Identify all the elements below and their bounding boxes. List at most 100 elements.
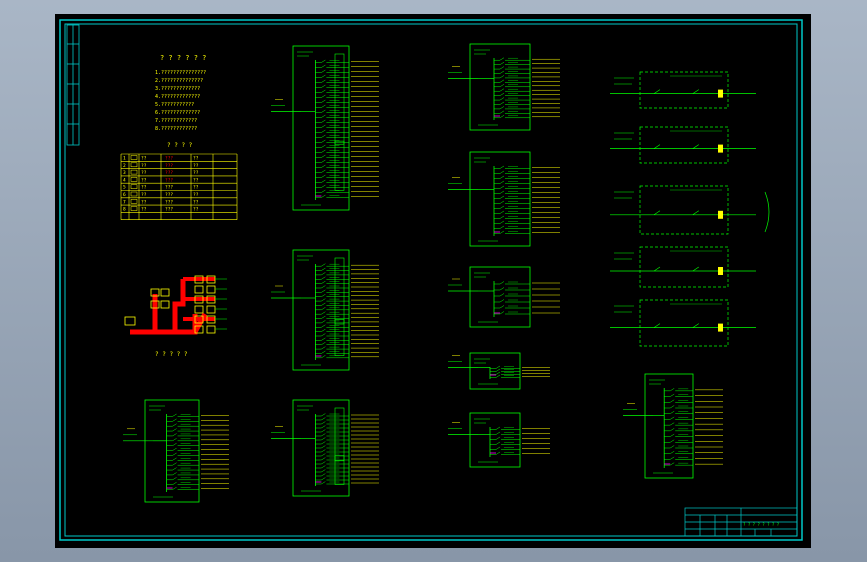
breaker-icon xyxy=(321,94,326,98)
switchgear-unit[interactable] xyxy=(610,71,756,109)
legend-unit: ?? xyxy=(193,207,199,213)
legend-spec: ??? xyxy=(165,177,173,183)
switchgear-unit[interactable] xyxy=(610,185,756,235)
breaker-icon xyxy=(499,190,505,194)
legend-index: 1 xyxy=(123,156,126,162)
distribution-panels[interactable] xyxy=(123,43,770,503)
legend-unit: ?? xyxy=(193,170,199,176)
breaker-icon xyxy=(321,311,326,315)
panel-schematic[interactable] xyxy=(271,45,379,211)
legend-unit: ?? xyxy=(193,199,199,205)
panel-schematic[interactable] xyxy=(448,412,550,468)
floor-box-icon xyxy=(194,285,204,294)
legend-unit: ?? xyxy=(193,185,199,191)
breaker-icon xyxy=(321,89,326,93)
floor-box-icon xyxy=(160,300,170,309)
switchgear-unit[interactable] xyxy=(610,299,756,347)
panel-box xyxy=(292,45,350,211)
fuse-icon xyxy=(718,210,723,219)
dashed-enclosure xyxy=(639,246,729,288)
breaker-icon xyxy=(499,84,505,87)
breaker-icon xyxy=(321,473,326,477)
breaker-icon xyxy=(172,477,177,481)
panel-schematic[interactable] xyxy=(448,352,550,390)
breaker-icon xyxy=(321,437,326,441)
breaker-icon xyxy=(499,311,505,315)
breaker-icon xyxy=(499,79,505,83)
panel-schematic[interactable] xyxy=(271,399,379,497)
breaker-icon xyxy=(321,272,326,276)
brace-icon xyxy=(764,191,770,233)
breaker-icon xyxy=(499,115,505,118)
breaker-icon xyxy=(321,179,326,183)
panel-schematic[interactable] xyxy=(448,43,560,131)
breaker-icon xyxy=(321,346,326,350)
legend-spec: ??? xyxy=(165,207,173,213)
breaker-icon xyxy=(670,433,675,437)
breaker-icon xyxy=(321,481,326,485)
title-block xyxy=(684,507,798,537)
breaker-icon xyxy=(321,333,326,337)
riser-diagram[interactable]: ? ? ? ? ? xyxy=(124,275,227,358)
breaker-icon xyxy=(499,195,505,199)
floor-box-icon xyxy=(194,275,204,284)
breaker-icon xyxy=(321,267,326,271)
breaker-icon xyxy=(499,305,505,309)
floor-box-icon xyxy=(206,325,216,334)
legend-unit: ?? xyxy=(193,192,199,198)
panel-schematic[interactable] xyxy=(123,399,229,503)
breaker-icon xyxy=(495,446,501,450)
legend-row: 1??????? xyxy=(123,155,199,162)
legend-index: 8 xyxy=(123,207,126,213)
breaker-icon xyxy=(670,388,675,392)
switch-icon xyxy=(653,266,661,272)
switch-icon xyxy=(653,89,661,94)
legend-spec: ??? xyxy=(165,192,173,198)
floor-box-icon xyxy=(194,325,204,334)
breaker-icon xyxy=(495,371,501,375)
legend-index: 4 xyxy=(123,177,126,183)
switchgear-unit[interactable] xyxy=(610,126,756,164)
breaker-icon xyxy=(499,175,505,179)
panel-schematic[interactable] xyxy=(448,151,560,247)
dashed-enclosure xyxy=(639,126,729,164)
legend-unit: ?? xyxy=(193,177,199,183)
breaker-icon xyxy=(321,169,326,173)
breaker-icon xyxy=(321,164,326,168)
legend-symbol-icon xyxy=(130,177,138,182)
breaker-icon xyxy=(321,413,326,417)
panel-box xyxy=(469,151,531,247)
cad-drawing[interactable]: ? ? ? ? ? ? 1.???????????????2.?????????… xyxy=(55,14,811,548)
breaker-icon xyxy=(321,194,326,198)
panel-box xyxy=(644,373,694,479)
breaker-icon xyxy=(321,461,326,465)
legend-name: ?? xyxy=(141,170,147,176)
panel-box xyxy=(469,412,521,468)
breaker-icon xyxy=(321,449,326,453)
switchgear-unit[interactable] xyxy=(610,246,756,288)
legend-row: 5??????? xyxy=(123,184,199,191)
legend-row: 6??????? xyxy=(123,191,199,198)
legend-table: ? ? ? ? 1???????2???????3???????4???????… xyxy=(120,142,238,220)
breaker-icon xyxy=(321,324,326,328)
legend-name: ?? xyxy=(141,185,147,191)
panel-schematic[interactable] xyxy=(271,249,379,371)
panel-schematic[interactable] xyxy=(623,373,723,479)
legend-title: ? ? ? ? xyxy=(167,142,193,149)
note-line: 1.??????????????? xyxy=(155,70,206,76)
breaker-icon xyxy=(321,174,326,178)
design-notes: ? ? ? ? ? ? 1.???????????????2.?????????… xyxy=(155,54,206,132)
breaker-icon xyxy=(321,441,326,445)
note-line: 3.????????????? xyxy=(155,86,200,92)
legend-index: 5 xyxy=(123,185,126,191)
breaker-icon xyxy=(172,442,177,446)
floor-box-icon xyxy=(206,315,216,324)
panel-schematic[interactable] xyxy=(448,266,560,328)
legend-row: 7??????? xyxy=(123,199,199,205)
breaker-icon xyxy=(495,451,501,455)
breaker-icon xyxy=(321,139,326,143)
breaker-icon xyxy=(499,200,505,204)
switch-icon xyxy=(692,89,699,94)
binding-strip xyxy=(66,24,80,146)
legend-symbol-icon xyxy=(130,199,138,204)
